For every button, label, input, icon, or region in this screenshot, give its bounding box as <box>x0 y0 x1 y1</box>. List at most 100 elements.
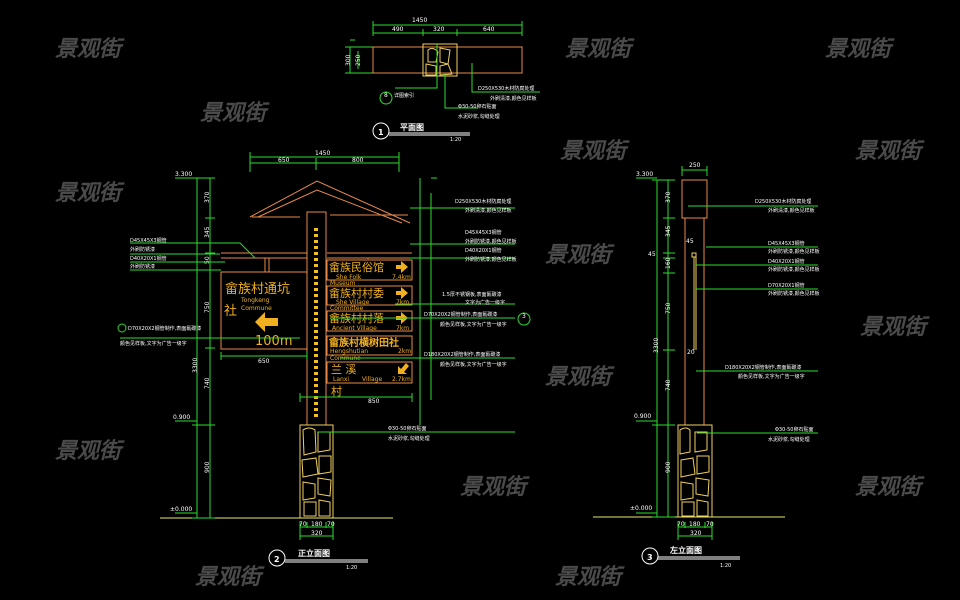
plan-note: Φ30-50卵石贴面 <box>458 103 496 110</box>
left-sign-cn2: 社 <box>224 303 237 319</box>
sign-en: Lanxi <box>333 376 349 383</box>
level-mark: 0.900 <box>173 414 190 421</box>
dim-total: 1450 <box>412 17 427 24</box>
watermark: 景观街 <box>565 37 635 62</box>
dim: 900 <box>665 461 672 473</box>
note: D45X45X3钢管 <box>130 237 167 244</box>
note: D250X530木材防腐处理 <box>755 198 811 205</box>
view-number: 2 <box>274 555 280 564</box>
dim: 250 <box>689 162 701 169</box>
sign-distance: 2.7km <box>392 376 411 383</box>
dim: 20 <box>687 349 695 356</box>
level-mark: 3.300 <box>175 171 192 178</box>
view-scale: 1:20 <box>450 137 461 143</box>
side-elevation: 250 370 345 45 160 750 740 900 3300 45 2… <box>593 162 820 569</box>
left-sign-cn: 畲族村通坑 <box>225 281 290 297</box>
note: D70X20X2钢管制作,表面氟碳漆 <box>424 311 497 318</box>
watermarks: 景观街 景观街 景观街 景观街 景观街 景观街 景观街 景观街 景观街 景观街 … <box>55 37 930 590</box>
dim-c: 640 <box>483 26 495 33</box>
watermark: 景观街 <box>855 475 925 500</box>
right-sign-2: 畲族村村落 Ancient Village 7km <box>326 310 413 332</box>
note: 颜色见样板,文字为广告一级字 <box>738 373 805 380</box>
dim: 70 <box>706 521 714 528</box>
sign-en: Hengshutian <box>330 348 368 355</box>
note: 1.5厚不锈钢板,表面氟碳漆 <box>442 291 502 298</box>
sign-distance: 7km <box>396 299 409 306</box>
level-mark: ±0.000 <box>170 506 192 513</box>
note: 外刷防锈漆,颜色见样板 <box>768 266 820 273</box>
dim: 160 <box>665 257 672 269</box>
dim: 45 <box>686 238 694 245</box>
view-number: 3 <box>647 553 653 562</box>
dim: 900 <box>204 461 211 473</box>
watermark: 景观街 <box>460 475 530 500</box>
dim: 370 <box>204 191 211 203</box>
dim: 3300 <box>653 338 660 353</box>
watermark: 景观街 <box>860 315 930 340</box>
sign-distance: 2km <box>398 348 411 355</box>
note: 水泥砂浆,勾缝处理 <box>768 436 810 443</box>
right-sign-0: 畲族民俗馆 She Folk Museum 7.4km <box>326 259 413 287</box>
watermark: 景观街 <box>545 243 615 268</box>
dim: 850 <box>368 398 380 405</box>
sign-cn: 畲族村横树田社 <box>328 336 399 349</box>
view-number-circle <box>268 549 286 567</box>
right-sign-1: 畲族村村委 She Village Committee 7km <box>326 285 413 312</box>
dim: 650 <box>278 157 290 164</box>
sign-distance: 7.4km <box>392 274 411 281</box>
watermark: 景观街 <box>825 37 895 62</box>
dim: 370 <box>665 191 672 203</box>
view-title: 平面图 <box>400 123 424 132</box>
sign-en: Committee <box>330 305 364 312</box>
dim: 650 <box>258 358 270 365</box>
sign-cn2: 村 <box>331 384 342 398</box>
view-scale: 1:20 <box>346 565 357 571</box>
note: 外刷防锈漆,颜色见样板 <box>465 256 517 263</box>
dim: 45 <box>648 251 656 258</box>
note: D45X45X3钢管 <box>465 229 502 236</box>
note: 外刷防锈漆,颜色见样板 <box>768 248 820 255</box>
right-sign-4: 兰 溪 Lanxi Village 2.7km 村 <box>326 361 413 398</box>
note: 颜色见样板,文字为广告一级字 <box>440 321 507 328</box>
dim-a: 490 <box>392 26 404 33</box>
note: D70X20X2钢管制作,表面氟碳漆 <box>128 325 201 332</box>
note: 外刷防锈漆,颜色见样板 <box>768 290 820 297</box>
note: D40X20X1钢管 <box>768 258 805 265</box>
left-sign-distance: 100m <box>255 334 292 349</box>
left-sign-en: Tongkeng <box>240 297 270 304</box>
sign-en: She Folk <box>336 274 362 281</box>
dim: 345 <box>665 225 672 237</box>
watermark: 景观街 <box>55 181 125 206</box>
callout-number: 8 <box>384 92 388 99</box>
dim: 180 <box>689 521 701 528</box>
note: D250X530木材防腐处理 <box>455 198 511 205</box>
note: 外刷清漆,颜色见样板 <box>465 207 512 214</box>
arrow-down-left-icon <box>398 363 409 374</box>
sign-cn: 畲族村村委 <box>329 286 384 300</box>
view-number-circle <box>641 547 659 565</box>
arrow-left-icon <box>255 312 278 332</box>
dim: 3300 <box>192 358 199 373</box>
note: Φ30-50卵石贴面 <box>775 426 813 433</box>
note: D180X20X2钢管制作,表面氟碳漆 <box>424 351 500 358</box>
dim: 345 <box>204 226 211 238</box>
watermark: 景观街 <box>200 101 270 126</box>
dim: 180 <box>311 521 323 528</box>
arrow-right-icon <box>396 261 408 273</box>
left-sign-en2: Commune <box>241 305 272 312</box>
note: Φ30-50卵石贴面 <box>388 425 426 432</box>
sign-en: She Village <box>336 299 370 306</box>
watermark: 景观街 <box>560 139 630 164</box>
view-title: 正立面图 <box>298 548 330 558</box>
dim: 70 <box>677 521 685 528</box>
plan-view: 1450 490 320 640 300 250 8 详图索引 D250X530… <box>345 17 540 143</box>
callout-circle <box>379 91 393 105</box>
watermark: 景观街 <box>55 37 125 62</box>
callout-label: 详图索引 <box>394 92 414 99</box>
arrow-right-icon <box>396 287 408 299</box>
note: D40X20X1钢管 <box>130 255 167 262</box>
note: D40X20X1钢管 <box>465 247 502 254</box>
level-mark: 3.300 <box>636 171 653 178</box>
plan-note: 外刷清漆,颜色见样板 <box>490 95 537 102</box>
